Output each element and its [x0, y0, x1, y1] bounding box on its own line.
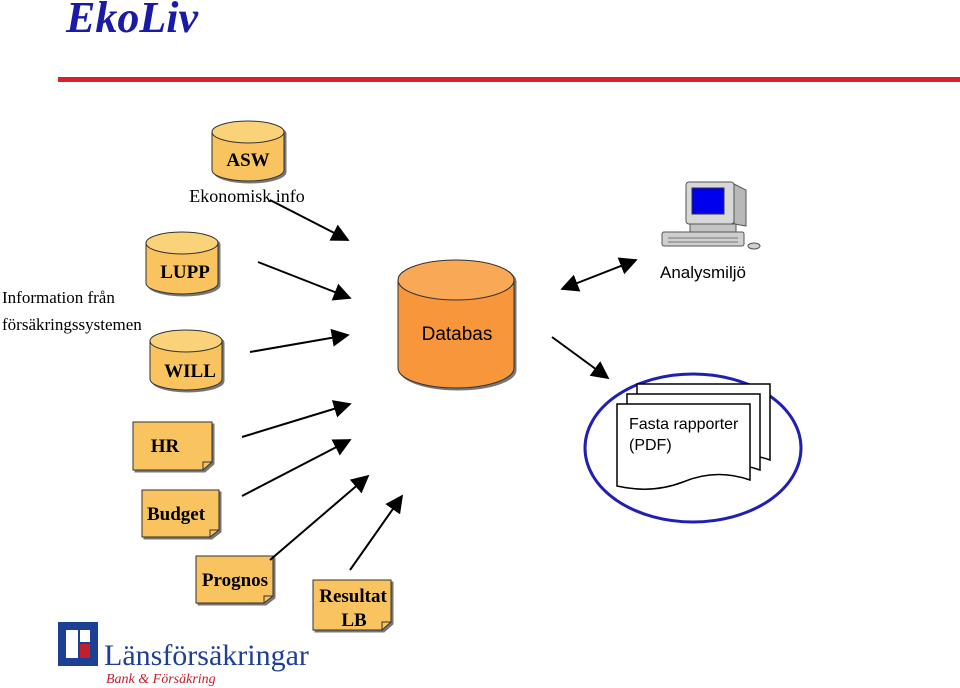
arrow-asw — [269, 199, 350, 241]
arrow-database-analysis — [560, 257, 638, 292]
resultat-label-line2: LB — [341, 610, 367, 631]
resultat-label-line1: Resultat — [319, 586, 387, 607]
info-caption-line2: försäkringssystemen — [2, 315, 142, 334]
title-underline — [58, 77, 960, 82]
database-label: Databas — [422, 324, 493, 345]
info-caption-line1: Information från — [2, 288, 115, 307]
will-label: WILL — [164, 361, 216, 382]
reports-ellipse — [583, 372, 803, 524]
arrow-prognos — [269, 474, 370, 561]
logo-tagline: Bank & Försäkring — [106, 672, 216, 687]
slide-title: EkoLiv — [65, 0, 198, 42]
asw-label: ASW — [226, 150, 269, 171]
lansforsakringar-logo-icon — [58, 622, 98, 666]
arrow-will — [249, 328, 350, 353]
budget-note — [141, 489, 220, 538]
asw-cylinder — [211, 120, 285, 182]
arrow-hr — [241, 400, 352, 438]
logo-name: Länsförsäkringar — [104, 639, 309, 672]
arrow-budget — [241, 439, 352, 497]
resultat-note — [312, 579, 392, 631]
analysis-label: Analysmiljö — [660, 263, 746, 282]
prognos-label: Prognos — [202, 570, 268, 591]
database-cylinder — [397, 259, 515, 389]
reports-label-line1: Fasta rapporter — [629, 416, 739, 433]
arrow-database-reports — [551, 336, 610, 380]
will-cylinder — [149, 329, 223, 391]
asw-caption: Ekonomisk info — [189, 186, 305, 206]
hr-note — [132, 421, 213, 471]
hr-label: HR — [151, 436, 180, 457]
computer-icon — [661, 181, 761, 250]
reports-label-line2: (PDF) — [629, 437, 672, 454]
arrow-resultat — [349, 494, 404, 571]
prognos-note — [195, 555, 274, 604]
budget-label: Budget — [147, 504, 206, 525]
lupp-label: LUPP — [160, 262, 210, 283]
lupp-cylinder — [145, 231, 219, 295]
arrow-lupp — [257, 261, 352, 301]
reports-document-stack — [616, 383, 771, 490]
